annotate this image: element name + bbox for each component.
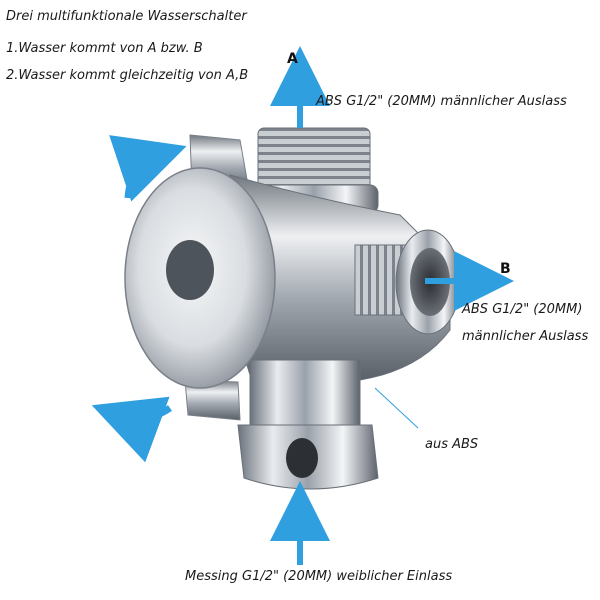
feature-line-1: 1.Wasser kommt von A bzw. B xyxy=(6,41,203,56)
outlet-b-description-1: ABS G1/2" (20MM) xyxy=(462,302,583,317)
outlet-a-thread xyxy=(257,127,371,191)
inlet-neck xyxy=(249,359,361,431)
feature-line-2: 2.Wasser kommt gleichzeitig von A,B xyxy=(6,68,249,83)
body-material-label: aus ABS xyxy=(425,437,479,452)
outlet-a-letter: A xyxy=(287,51,298,67)
inlet-nut-hole xyxy=(286,438,318,478)
outlet-b-letter: B xyxy=(500,261,511,277)
inlet-description: Messing G1/2" (20MM) weiblicher Einlass xyxy=(185,569,453,584)
dial-center xyxy=(166,240,214,300)
leader-line-abs xyxy=(374,387,419,429)
title: Drei multifunktionale Wasserschalter xyxy=(6,9,247,24)
outlet-b-description-2: männlicher Auslass xyxy=(462,329,589,344)
rotate-arrow-bottom xyxy=(91,396,172,463)
outlet-a-description: ABS G1/2" (20MM) männlicher Auslass xyxy=(316,94,567,109)
rotate-arrow-top xyxy=(109,135,187,202)
